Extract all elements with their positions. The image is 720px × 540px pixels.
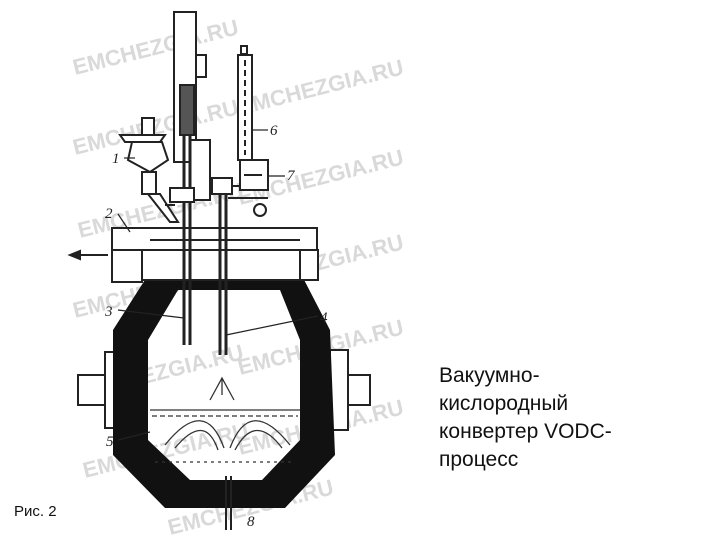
- watermark: EMCHEZGIA.RU: [235, 54, 406, 119]
- label-part-2: 2: [105, 206, 113, 222]
- label-part-7: 7: [287, 168, 296, 184]
- caption-line: кислородный: [439, 392, 569, 415]
- leader-lines: [117, 129, 319, 441]
- drive-7: [228, 159, 269, 217]
- label-part-6: 6: [270, 123, 278, 139]
- bottom-tuyere-8: [225, 476, 232, 530]
- vessel-cavity: [150, 376, 300, 463]
- lance-4: [211, 177, 248, 355]
- vacuum-cover: [111, 227, 319, 283]
- label-part-4: 4: [320, 310, 328, 326]
- caption-line: Вакуумно-: [439, 364, 540, 387]
- exhaust-arrow: [67, 249, 108, 261]
- caption-line: конвертер VODC-: [439, 420, 612, 443]
- figure-label: Рис. 2: [14, 503, 57, 520]
- probe-6: [237, 45, 253, 161]
- watermark: EMCHEZGIA.RU: [70, 14, 241, 79]
- converter-vessel-lining: [113, 272, 335, 508]
- oxygen-lance-3: [169, 11, 211, 345]
- label-part-3: 3: [104, 304, 113, 320]
- alloy-hopper-1: [118, 117, 180, 223]
- label-part-8: 8: [247, 514, 255, 530]
- label-part-5: 5: [106, 434, 114, 450]
- label-part-1: 1: [112, 151, 120, 167]
- caption-line: процесс: [439, 448, 519, 471]
- caption: Вакуумно- кислородный конвертер VODC- пр…: [439, 362, 699, 474]
